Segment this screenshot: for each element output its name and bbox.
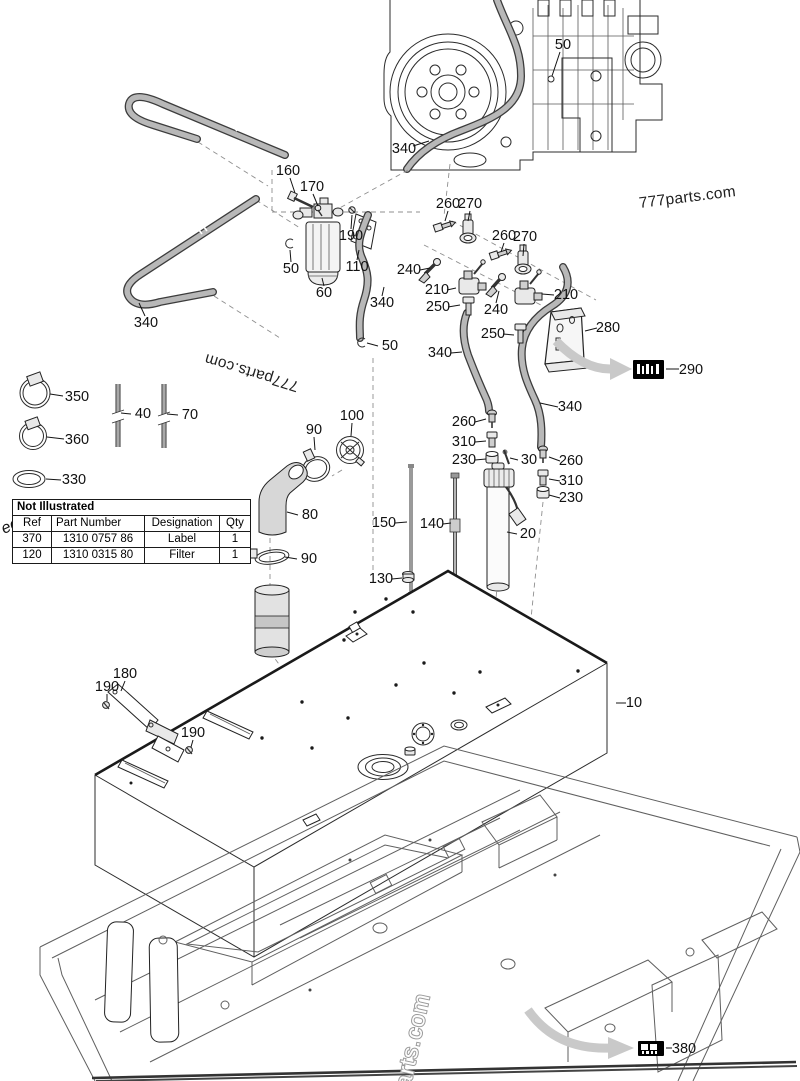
part-label-130: 130	[369, 571, 393, 587]
part-label-150: 150	[372, 515, 396, 531]
part-label-190: 190	[181, 725, 205, 741]
table-cell: 1	[219, 547, 251, 564]
part-label-160: 160	[276, 163, 300, 179]
part-label-250: 250	[481, 326, 505, 342]
fuel-hoses-upper	[123, 93, 289, 309]
part-label-280: 280	[596, 320, 620, 336]
filler-neck-assembly	[249, 436, 366, 658]
part-label-250: 250	[426, 299, 450, 315]
part-label-40: 40	[135, 406, 151, 422]
part-label-340: 340	[392, 141, 416, 157]
part-label-290: 290	[679, 362, 703, 378]
part-label-340: 340	[370, 295, 394, 311]
part-label-240: 240	[397, 262, 421, 278]
warning-sticker-290	[633, 360, 664, 379]
part-label-60: 60	[316, 285, 332, 301]
part-label-340: 340	[558, 399, 582, 415]
part-label-30: 30	[521, 452, 537, 468]
part-label-110: 110	[345, 259, 368, 275]
bracket-280	[544, 307, 589, 373]
table-header-part-number: Part Number	[51, 515, 145, 532]
fuel-hoses-middle	[355, 211, 572, 451]
part-label-260: 260	[452, 414, 476, 430]
warning-sticker-380	[638, 1041, 664, 1056]
table-header-qty: Qty	[219, 515, 251, 532]
watermark-top-right: 777parts.com	[638, 183, 737, 212]
part-label-80: 80	[302, 507, 318, 523]
part-label-190: 190	[339, 228, 363, 244]
part-label-20: 20	[520, 526, 536, 542]
fuel-tank-illustration	[94, 569, 608, 958]
part-label-180: 180	[113, 666, 137, 682]
table-title: Not Illustrated	[12, 499, 251, 516]
part-label-340: 340	[134, 315, 158, 331]
part-label-310: 310	[559, 473, 583, 489]
part-label-230: 230	[452, 452, 476, 468]
table-cell: Filter	[144, 547, 220, 564]
engine-illustration	[383, 0, 663, 173]
leader-lines	[45, 51, 679, 1049]
part-label-210: 210	[425, 282, 449, 298]
table-cell: Label	[144, 531, 220, 548]
watermark-center: 777parts.com	[203, 350, 301, 395]
table-cell: 1310 0757 86	[51, 531, 145, 548]
part-label-50: 50	[283, 261, 299, 277]
sticker-380-arrow	[524, 1007, 634, 1059]
watermark-bottom: arts.com	[389, 991, 434, 1081]
part-label-50: 50	[382, 338, 398, 354]
part-label-190: 190	[95, 679, 119, 695]
part-label-310: 310	[452, 434, 476, 450]
part-label-360: 360	[65, 432, 89, 448]
fittings-cluster	[418, 213, 550, 499]
part-label-70: 70	[182, 407, 198, 423]
table-cell: 1310 0315 80	[51, 547, 145, 564]
part-label-260: 260	[492, 228, 516, 244]
part-label-270: 270	[513, 229, 537, 245]
sticker-290-arrow	[552, 337, 632, 380]
table-cell: 120	[12, 547, 52, 564]
part-label-260: 260	[559, 453, 583, 469]
part-label-260: 260	[436, 196, 460, 212]
part-label-140: 140	[420, 516, 444, 532]
part-label-10: 10	[626, 695, 642, 711]
table-header-designation: Designation	[144, 515, 220, 532]
part-label-170: 170	[300, 179, 324, 195]
part-label-90: 90	[306, 422, 322, 438]
part-label-340: 340	[428, 345, 452, 361]
clamps-and-rods	[12, 371, 171, 488]
part-label-330: 330	[62, 472, 86, 488]
part-label-210: 210	[554, 287, 578, 303]
part-label-240: 240	[484, 302, 508, 318]
part-label-350: 350	[65, 389, 89, 405]
part-label-380: 380	[672, 1041, 696, 1057]
table-cell: 1	[219, 531, 251, 548]
table-header-ref: Ref	[12, 515, 52, 532]
part-label-100: 100	[340, 408, 364, 424]
part-label-90: 90	[301, 551, 317, 567]
part-label-230: 230	[559, 490, 583, 506]
table-cell: 370	[12, 531, 52, 548]
part-label-270: 270	[458, 196, 482, 212]
part-label-50: 50	[555, 37, 571, 53]
